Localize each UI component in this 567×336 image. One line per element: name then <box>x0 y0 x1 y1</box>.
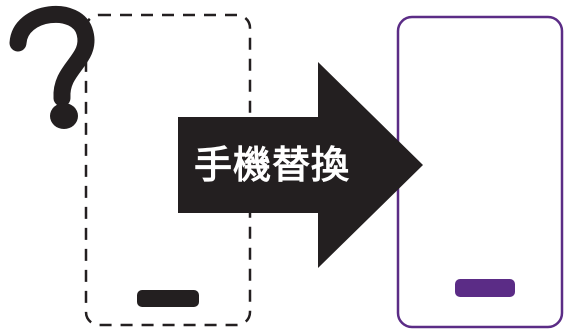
new-phone-home-button <box>455 279 515 297</box>
new-phone <box>396 15 564 329</box>
replacement-arrow <box>178 62 423 268</box>
question-mark-icon <box>9 5 95 129</box>
old-phone-home-button <box>137 290 199 307</box>
arrow-label: 手機替換 <box>193 143 350 187</box>
